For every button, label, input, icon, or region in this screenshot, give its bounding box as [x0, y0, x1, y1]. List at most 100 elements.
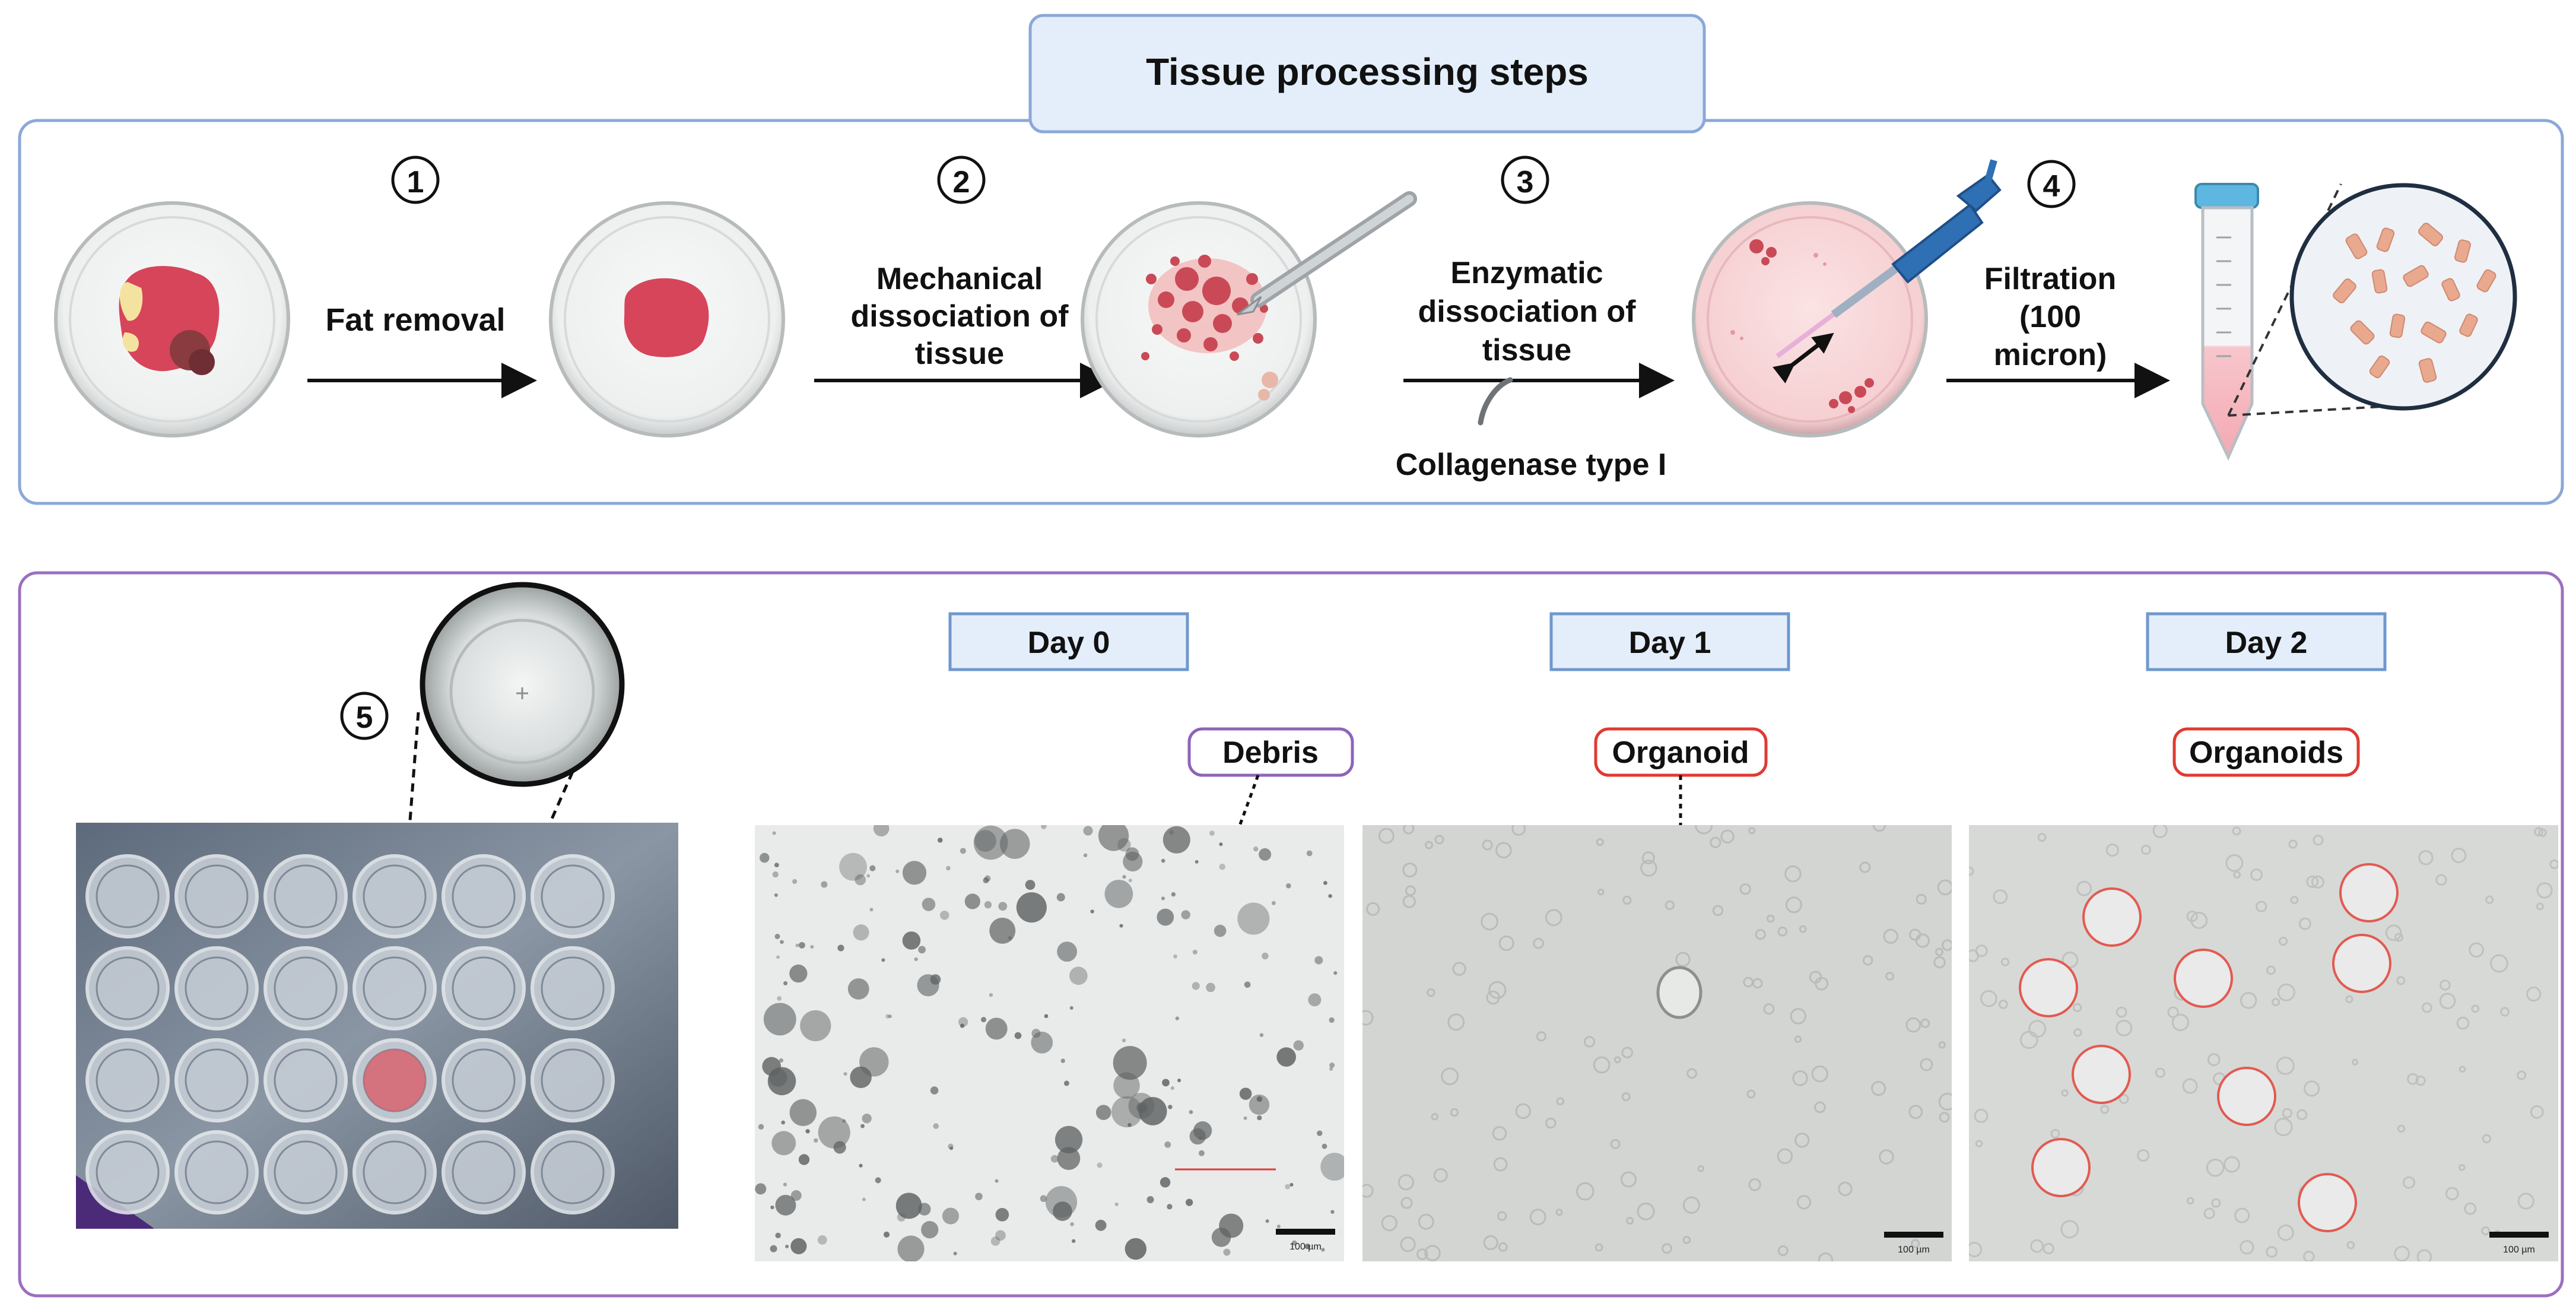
cell-texture: [2396, 976, 2406, 985]
debris-particle: [798, 941, 805, 949]
debris-particle: [937, 838, 943, 843]
cell-texture: [1862, 955, 1873, 966]
cell-texture: [2311, 875, 2324, 889]
debris-particle: [1063, 1080, 1069, 1086]
debris-particle: [1330, 1210, 1335, 1214]
debris-particle: [859, 1047, 889, 1077]
well-inner: [96, 956, 160, 1020]
debris-particle: [902, 861, 927, 885]
debris-particle: [847, 978, 869, 1000]
well: [85, 946, 170, 1030]
step-label-line: Filtration: [1984, 262, 2116, 296]
cell-texture: [1555, 1209, 1563, 1216]
well: [441, 854, 526, 938]
debris-particle: [839, 852, 867, 881]
debris-particle: [1167, 1204, 1173, 1210]
debris-particle: [1127, 1122, 1132, 1127]
debris-particle: [1125, 847, 1139, 861]
debris-particle: [1119, 924, 1123, 928]
debris-particle: [922, 898, 936, 911]
medium-filled-well: [364, 1049, 425, 1111]
debris-particle: [995, 1208, 1009, 1222]
debris-particle: [1168, 1105, 1173, 1109]
cell-texture: [1400, 1236, 1416, 1252]
cell-texture: [2250, 868, 2263, 881]
cell-texture: [1763, 1003, 1775, 1015]
debris-particle: [1161, 896, 1165, 900]
cell-texture: [2182, 1078, 2198, 1094]
debris-particle: [939, 911, 949, 920]
cell-texture: [2471, 1004, 2480, 1013]
debris-particle: [1320, 1152, 1344, 1181]
debris-particle: [1177, 1079, 1181, 1083]
debris-particle: [1304, 1243, 1311, 1250]
debris-particle: [833, 1141, 846, 1154]
cell-texture: [1969, 1242, 1983, 1258]
tag-box: [2172, 727, 2360, 777]
step-number: 4: [2043, 169, 2060, 204]
cell-texture: [1400, 1197, 1413, 1209]
debris-particle: [855, 874, 866, 886]
cell-texture: [1545, 1117, 1557, 1129]
cell-texture: [1533, 937, 1544, 949]
cell-texture: [2352, 1058, 2359, 1066]
cell-texture: [2415, 1075, 2426, 1086]
debris-particle: [1083, 826, 1093, 836]
debris-particle: [1050, 1155, 1059, 1163]
well-inner: [185, 1140, 249, 1204]
day-label: Day 0: [1028, 626, 1110, 660]
cell-texture: [2190, 911, 2208, 929]
well-inner: [185, 864, 249, 928]
well-grid: [85, 854, 615, 1214]
debris-particle: [960, 848, 966, 854]
cell-texture: [1640, 860, 1657, 877]
debris-particle: [1175, 1016, 1179, 1020]
debris-particle: [1192, 950, 1198, 955]
cell-texture: [1424, 1245, 1441, 1261]
debris-particle: [1293, 1040, 1304, 1051]
cell-texture: [2233, 871, 2241, 879]
cell-texture: [1938, 1093, 1952, 1111]
reagent-label: Collagenase type I: [1396, 448, 1667, 482]
cell-texture: [1909, 928, 1921, 941]
cell-texture: [1916, 893, 1927, 905]
cell-texture: [2485, 895, 2494, 904]
debris-particle: [942, 1207, 960, 1225]
well: [531, 946, 615, 1030]
cell-texture: [2186, 1197, 2194, 1205]
debris-particle: [842, 1119, 846, 1123]
debris-particle: [1146, 1196, 1154, 1203]
cell-texture: [1622, 895, 1632, 905]
debris-particle: [885, 1014, 890, 1019]
well: [531, 854, 615, 938]
well-inner: [96, 864, 160, 928]
cell-texture: [2225, 854, 2244, 872]
cell-texture: [2534, 827, 2543, 837]
cell-texture: [1739, 883, 1751, 895]
organoid-ring: [2332, 934, 2391, 993]
cell-texture: [2050, 1128, 2060, 1139]
debris-particle: [798, 1154, 810, 1165]
debris-particle: [918, 946, 926, 954]
debris-particle: [1243, 1116, 1247, 1120]
cell-texture: [1748, 1178, 1761, 1191]
debris-particle: [973, 825, 1008, 860]
well: [441, 946, 526, 1030]
debris-particle: [763, 1003, 796, 1036]
cell-texture: [2000, 957, 2010, 966]
cell-texture: [2416, 1249, 2432, 1261]
debris-particle: [983, 877, 989, 884]
debris-particle: [946, 865, 951, 871]
cell-texture: [1746, 1089, 1756, 1099]
well-inner: [452, 1140, 516, 1204]
scale-bar: [1884, 1232, 1943, 1238]
debris-particle: [774, 934, 780, 940]
cell-texture: [1920, 1018, 1930, 1028]
cell-texture: [1871, 1081, 1886, 1096]
cell-texture: [1583, 1036, 1596, 1048]
well-inner: [541, 956, 605, 1020]
cell-texture: [1998, 1000, 2008, 1009]
cell-texture: [1777, 1148, 1793, 1164]
cell-texture: [2043, 1242, 2054, 1255]
cell-texture: [2517, 1193, 2534, 1210]
